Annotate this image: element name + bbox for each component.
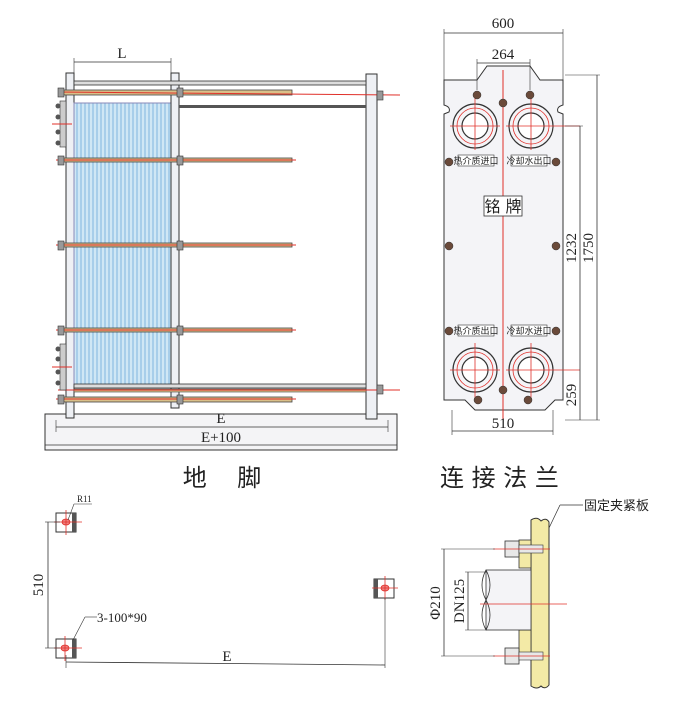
top-carrying-bar [179, 105, 366, 108]
clamp-plate-label: 固定夹紧板 [584, 499, 649, 514]
pipe [485, 569, 532, 631]
dimension-L: L [73, 46, 172, 75]
dim-L-label: L [117, 46, 126, 62]
dimension-510-front: 510 [451, 410, 554, 435]
svg-text:冷却水出口: 冷却水出口 [506, 155, 551, 167]
port-label-top-left: 热介质进口 [453, 154, 499, 167]
frame-bolts [444, 90, 561, 405]
dimension-259: 259 [564, 370, 600, 421]
svg-text:热介质进口: 热介质进口 [453, 155, 498, 167]
svg-text:1750: 1750 [581, 233, 597, 263]
flange-dim-dn125: DN125 [452, 579, 468, 623]
port-label-bottom-right: 冷却水进口 [506, 324, 552, 337]
dimension-264: 264 [476, 47, 531, 90]
flange-title: 连 接 法 兰 [440, 464, 559, 492]
tie-bolts [56, 87, 401, 405]
dim-E-label: E [216, 411, 225, 427]
dimension-1232: 1232 [564, 125, 583, 370]
nozzle-bottom [52, 343, 72, 391]
foot-dim-510: 510 [31, 574, 47, 597]
flange-bolt-top [493, 540, 550, 558]
svg-text:510: 510 [492, 416, 515, 432]
port-bottom-left [450, 343, 500, 400]
svg-text:铭 牌: 铭 牌 [484, 197, 521, 216]
pressure-plate [170, 72, 180, 409]
radius-label: R11 [77, 494, 92, 504]
svg-text:热介质出口: 热介质出口 [453, 325, 498, 337]
svg-text:259: 259 [564, 384, 580, 407]
foot-pad-top [54, 510, 82, 535]
svg-text:600: 600 [492, 16, 515, 32]
port-label-top-right: 冷却水出口 [506, 154, 552, 167]
flange-view: 连 接 法 兰 固定夹紧板 Φ210 DN [428, 464, 649, 689]
foot-pad-right [372, 576, 398, 600]
foot-title: 地 脚 [183, 464, 262, 492]
port-bottom-right [506, 343, 580, 400]
side-view: L E E+100 [44, 46, 401, 451]
port-label-bottom-left: 热介质出口 [453, 324, 499, 337]
foot-view: 地 脚 R11 3-100*90 [31, 464, 398, 668]
top-guide-bar [73, 80, 367, 86]
svg-text:264: 264 [492, 47, 515, 63]
base-plate [44, 413, 398, 451]
support-column [365, 73, 378, 420]
bottom-guide-bar [73, 383, 367, 389]
foot-pad-bottom [54, 636, 82, 661]
dimension-600: 600 [443, 16, 564, 80]
fixed-clamp-plate [530, 517, 550, 689]
dimension-1750: 1750 [565, 74, 600, 420]
front-view: 热介质进口 冷却水出口 热介质出口 冷却水进口 铭 牌 600 [443, 16, 600, 435]
svg-text:冷却水进口: 冷却水进口 [506, 325, 551, 337]
svg-text:1232: 1232 [564, 233, 580, 263]
dim-E100-label: E+100 [201, 430, 241, 446]
dimension-E100: E+100 [45, 430, 397, 446]
flange-dim-phi210: Φ210 [428, 586, 444, 619]
port-top-left [450, 92, 500, 150]
dimension-E: E [55, 411, 389, 432]
flange-bolt-bottom [493, 647, 550, 665]
nozzle-top [52, 100, 72, 148]
pad-label: 3-100*90 [97, 610, 147, 625]
nameplate: 铭 牌 [483, 195, 523, 217]
foot-dim-E: E [222, 649, 231, 665]
